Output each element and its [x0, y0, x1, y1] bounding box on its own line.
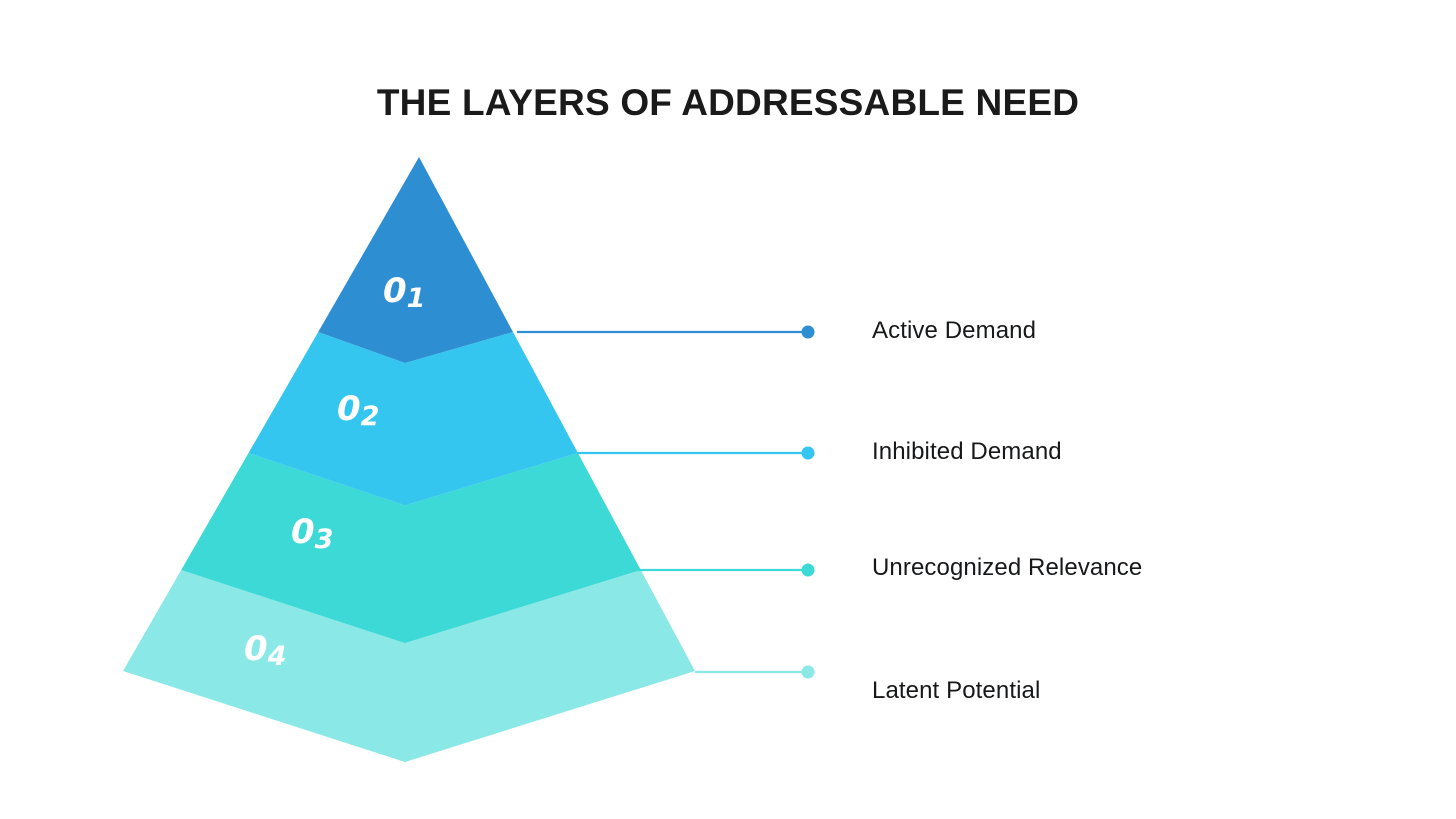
pyramid-layer-02-shape[interactable] [248, 332, 578, 506]
pyramid-layer-01[interactable]: 01 [318, 157, 513, 363]
connector-dot-02 [801, 446, 815, 460]
connector-lines [517, 325, 815, 679]
layer-label-unrecognized-relevance[interactable]: Unrecognized Relevance [872, 554, 1143, 581]
layer-label-latent-potential[interactable]: Latent Potential [872, 677, 1041, 704]
pyramid-layer-03-shape[interactable] [181, 453, 641, 644]
pyramid-layer-02-number: 02 [337, 389, 379, 432]
page-title: THE LAYERS OF ADDRESSABLE NEED [376, 82, 1080, 123]
pyramid-layer-03[interactable]: 03 [181, 453, 641, 644]
pyramid-layer-03-number: 03 [291, 512, 333, 555]
connector-dot-03 [801, 563, 815, 577]
pyramid-layer-04-number: 04 [244, 629, 286, 672]
pyramid-layer-04-shape[interactable] [123, 570, 695, 762]
pyramid-layer-01-number: 01 [383, 271, 425, 314]
layer-label-active-demand[interactable]: Active Demand [872, 317, 1037, 344]
connector-dot-01 [801, 325, 815, 339]
pyramid-layer-02[interactable]: 02 [248, 332, 578, 506]
pyramid-layer-04[interactable]: 04 [123, 570, 695, 762]
pyramid-layer-01-shape[interactable] [318, 157, 513, 363]
layer-label-inhibited-demand[interactable]: Inhibited Demand [872, 438, 1062, 465]
connector-dot-04 [801, 665, 815, 679]
